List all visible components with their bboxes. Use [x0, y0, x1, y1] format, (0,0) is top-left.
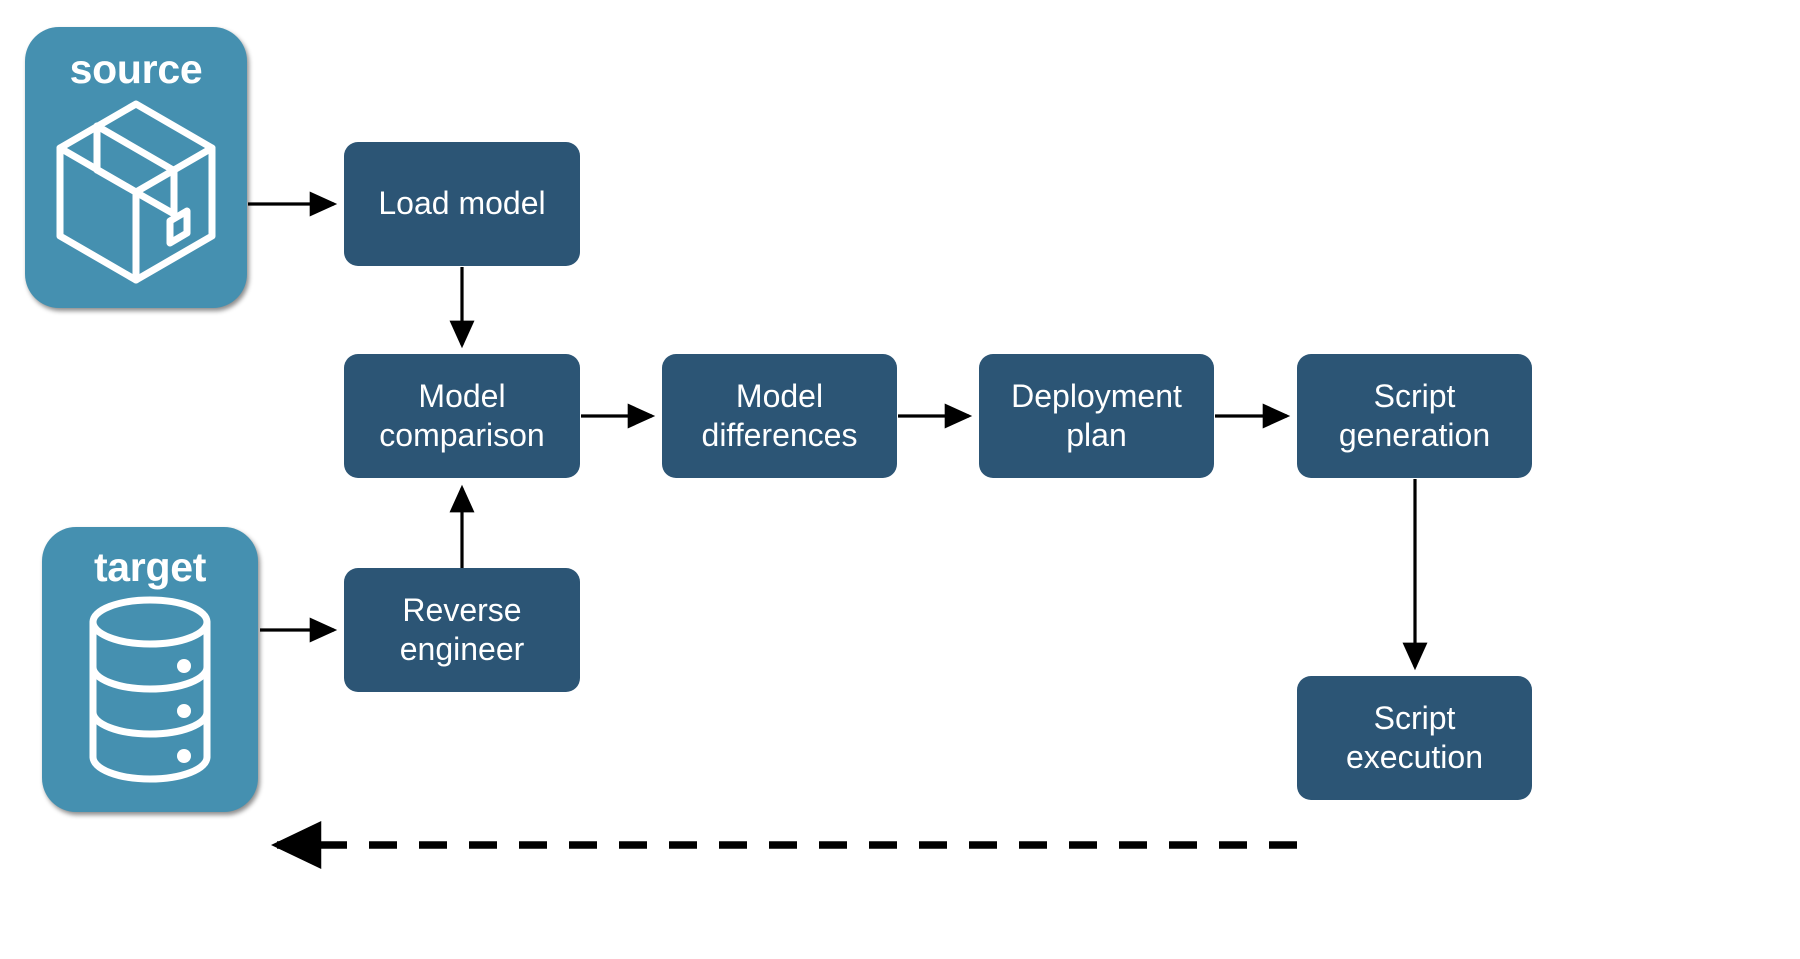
process-model-comparison-label: Model comparison	[379, 377, 545, 453]
process-script-generation-label: Script generation	[1338, 377, 1491, 453]
endpoint-source[interactable]: source	[25, 27, 247, 308]
process-load-model-label: Load model	[378, 185, 546, 222]
endpoint-source-label: source	[69, 46, 203, 92]
process-model-comparison[interactable]: Model comparison	[344, 354, 580, 478]
process-script-generation[interactable]: Script generation	[1297, 354, 1532, 478]
process-script-execution[interactable]: Script execution	[1297, 676, 1532, 800]
box-3d-icon	[46, 90, 226, 295]
endpoint-target-label: target	[93, 544, 207, 590]
process-deployment-plan-label: Deployment plan	[1011, 377, 1182, 453]
endpoint-target[interactable]: target	[42, 527, 258, 812]
process-reverse-engineer-label: Reverse engineer	[399, 591, 525, 667]
process-model-differences-label: Model differences	[701, 377, 858, 453]
process-reverse-engineer[interactable]: Reverse engineer	[344, 568, 580, 692]
process-deployment-plan[interactable]: Deployment plan	[979, 354, 1214, 478]
database-cylinder-icon	[75, 592, 225, 797]
process-model-differences[interactable]: Model differences	[662, 354, 897, 478]
process-load-model[interactable]: Load model	[344, 142, 580, 266]
process-script-execution-label: Script execution	[1346, 699, 1483, 775]
